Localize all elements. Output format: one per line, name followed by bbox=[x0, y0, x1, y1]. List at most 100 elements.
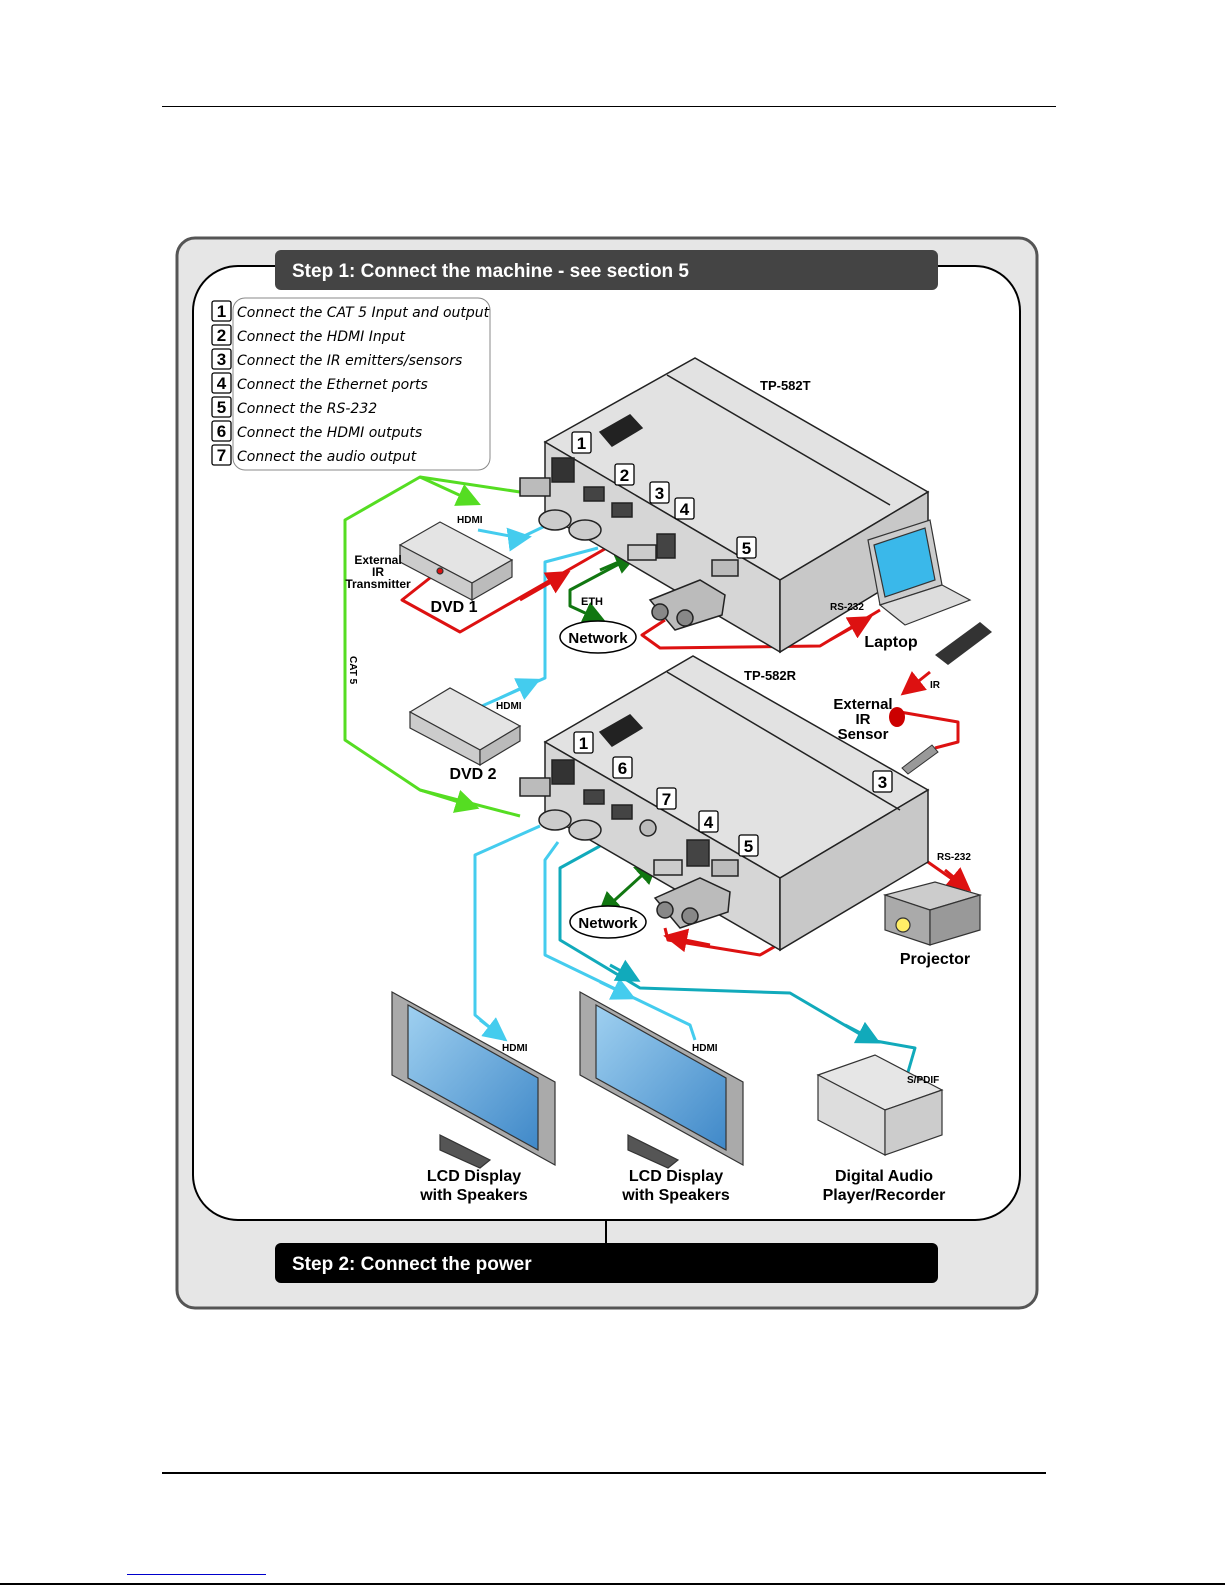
step-badge: 7 bbox=[656, 787, 677, 810]
step-text: Connect the RS-232 bbox=[237, 401, 377, 417]
badge-number: 6 bbox=[618, 759, 627, 778]
audio-player-label: Player/Recorder bbox=[823, 1187, 946, 1204]
step-text: Connect the IR emitters/sensors bbox=[237, 353, 462, 369]
dvd2-player bbox=[408, 687, 522, 767]
badge-number: 3 bbox=[655, 484, 664, 503]
step-text: Connect the Ethernet ports bbox=[237, 377, 428, 393]
step-number-box bbox=[211, 372, 232, 394]
step-number: 7 bbox=[217, 446, 226, 465]
step-item: 7 Connect the audio output bbox=[211, 444, 417, 466]
diagram-labels: TP-582T TP-582R HDMI HDMI HDMI HDMI CAT … bbox=[345, 378, 971, 1204]
rs232-label: RS-232 bbox=[830, 602, 864, 613]
eth-label: ETH bbox=[581, 596, 603, 608]
ir-transmitter-cable bbox=[400, 544, 611, 634]
projector bbox=[882, 881, 983, 946]
step-item: 1 Connect the CAT 5 Input and output bbox=[211, 300, 490, 322]
cables bbox=[343, 475, 972, 1073]
network-label: Network bbox=[578, 915, 638, 932]
hdmi-out2-cable bbox=[543, 841, 697, 1041]
lcd-display-label: with Speakers bbox=[419, 1187, 528, 1204]
ir-sensor-icon bbox=[889, 707, 939, 775]
eth-rx-cable bbox=[597, 859, 659, 917]
network-cloud-tx bbox=[559, 620, 637, 654]
badge-number: 1 bbox=[577, 434, 586, 453]
step-badge: 5 bbox=[738, 834, 759, 857]
step-number-box bbox=[211, 300, 232, 322]
step-number: 1 bbox=[217, 302, 226, 321]
dvd1-player bbox=[398, 521, 514, 602]
page-bottom-rule bbox=[0, 1583, 1225, 1585]
badge-number: 4 bbox=[680, 500, 690, 519]
step-item: 5 Connect the RS-232 bbox=[211, 396, 377, 418]
badge-number: 4 bbox=[704, 813, 714, 832]
hdmi-label: HDMI bbox=[457, 515, 483, 526]
ext-ir-transmitter-label: Transmitter bbox=[345, 577, 411, 591]
step-text: Connect the HDMI outputs bbox=[237, 425, 422, 441]
eth-tx-cable bbox=[568, 555, 633, 624]
lcd-display-label: with Speakers bbox=[621, 1187, 730, 1204]
footnote-link-underline[interactable] bbox=[127, 1574, 266, 1575]
header-rule bbox=[162, 106, 1056, 107]
ext-ir-sensor-label: External bbox=[833, 696, 892, 713]
step-text: Connect the CAT 5 Input and output bbox=[237, 305, 490, 321]
projector-label: Projector bbox=[900, 951, 970, 968]
footer-rule bbox=[162, 1472, 1046, 1474]
tp-582r-device bbox=[519, 655, 930, 952]
ir-label: IR bbox=[930, 680, 941, 691]
laptop bbox=[867, 519, 972, 626]
spdif-cable bbox=[558, 844, 917, 1073]
tx-model-label: TP-582T bbox=[760, 378, 811, 393]
network-cloud-rx bbox=[569, 905, 647, 939]
badge-number: 7 bbox=[662, 790, 671, 809]
lcd-display-label: LCD Display bbox=[629, 1168, 723, 1185]
lcd-display-2 bbox=[579, 990, 744, 1169]
ext-ir-sensor-label: Sensor bbox=[838, 726, 889, 743]
step-number-box bbox=[211, 324, 232, 346]
badge-number: 2 bbox=[620, 466, 629, 485]
dvd2-label: DVD 2 bbox=[449, 766, 496, 783]
digital-audio-player bbox=[816, 1054, 944, 1156]
hdmi-label: HDMI bbox=[692, 1043, 718, 1054]
step-item: 3 Connect the IR emitters/sensors bbox=[211, 348, 462, 370]
step-number-box bbox=[211, 348, 232, 370]
cat5-label: CAT 5 bbox=[347, 656, 358, 685]
badge-number: 5 bbox=[744, 837, 753, 856]
remote-control-icon bbox=[935, 622, 992, 665]
step-item: 2 Connect the HDMI Input bbox=[211, 324, 405, 346]
step2-title: Step 2: Connect the power bbox=[292, 1254, 532, 1275]
hdmi-label: HDMI bbox=[496, 701, 522, 712]
step-number-box bbox=[211, 420, 232, 442]
laptop-label: Laptop bbox=[864, 634, 918, 651]
step-badge: 2 bbox=[614, 463, 635, 486]
step-badge: 5 bbox=[736, 536, 757, 559]
step-badge: 3 bbox=[649, 481, 670, 504]
step-text: Connect the audio output bbox=[237, 449, 417, 465]
step-number: 2 bbox=[217, 326, 226, 345]
step1-banner: Step 1: Connect the machine - see sectio… bbox=[275, 250, 938, 290]
step-badge: 1 bbox=[573, 731, 594, 754]
step-number: 4 bbox=[217, 374, 227, 393]
step-number: 6 bbox=[217, 422, 226, 441]
hdmi-label: HDMI bbox=[502, 1043, 528, 1054]
step-badge: 6 bbox=[612, 756, 633, 779]
step-badge: 3 bbox=[872, 770, 893, 793]
step-badge: 4 bbox=[674, 497, 695, 520]
step-number: 5 bbox=[217, 398, 226, 417]
network-label: Network bbox=[568, 630, 628, 647]
rs232-label: RS-232 bbox=[937, 852, 971, 863]
step-badge: 1 bbox=[571, 431, 592, 454]
dvd1-label: DVD 1 bbox=[430, 599, 477, 616]
ext-ir-sensor-label: IR bbox=[856, 711, 871, 728]
step-text: Connect the HDMI Input bbox=[237, 329, 405, 345]
spdif-label: S/PDIF bbox=[907, 1075, 939, 1086]
badge-number: 1 bbox=[579, 734, 588, 753]
step1-title: Step 1: Connect the machine - see sectio… bbox=[292, 261, 689, 282]
step-number: 3 bbox=[217, 350, 226, 369]
step-number-box bbox=[211, 396, 232, 418]
hdmi-dvd1-cable bbox=[477, 524, 546, 552]
ir-sensor-cable bbox=[899, 710, 960, 750]
step2-banner: Step 2: Connect the power bbox=[275, 1243, 938, 1283]
rx-model-label: TP-582R bbox=[744, 668, 797, 683]
